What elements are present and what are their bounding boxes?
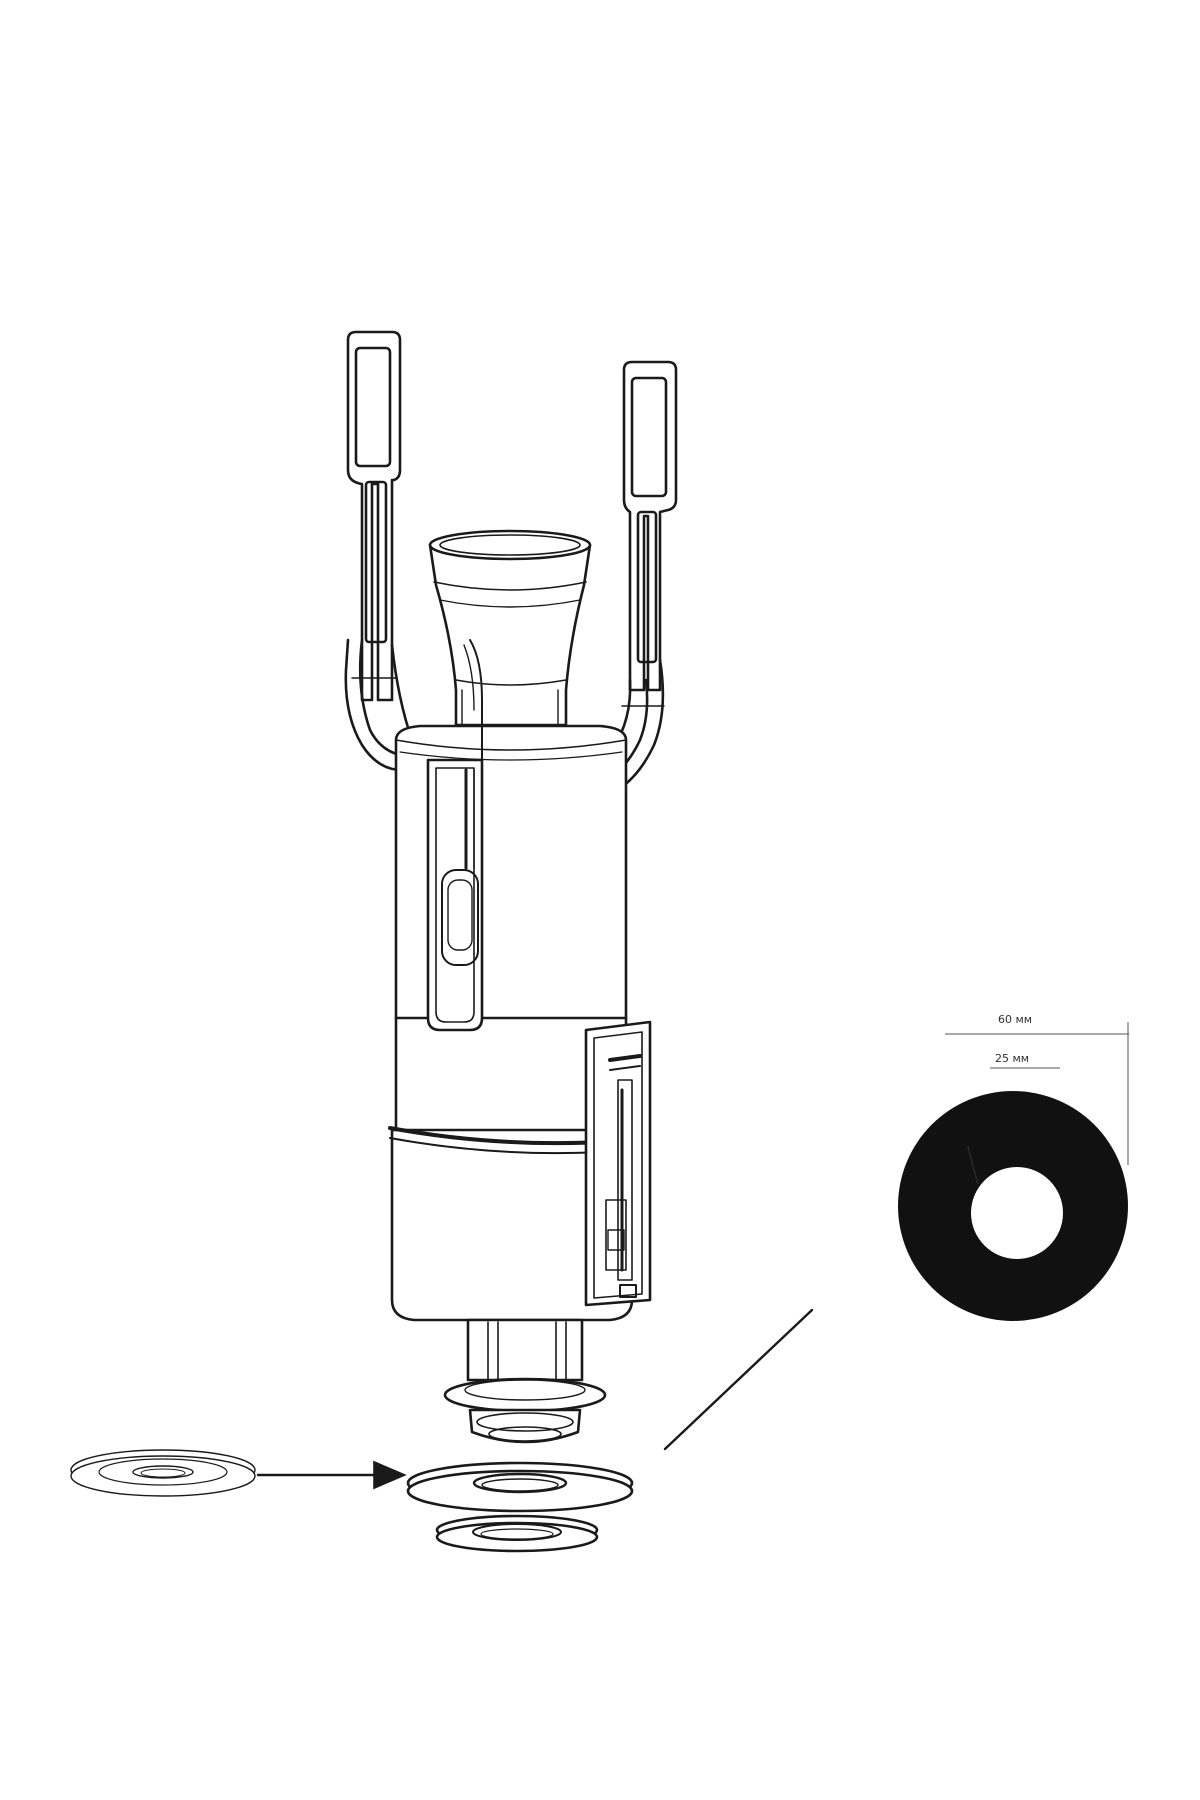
- right-hook-arm: [594, 360, 678, 810]
- lower-gasket-ring: [435, 1514, 599, 1553]
- callout-leader-line: [663, 1308, 814, 1451]
- upper-gasket-ring: [406, 1461, 634, 1513]
- valve-stem: [443, 1318, 607, 1444]
- overflow-funnel: [428, 529, 592, 727]
- float-window: [426, 639, 484, 1032]
- gasket-dimension-detail: 60 мм 25 мм: [898, 1013, 1129, 1321]
- outer-diameter-label: 60 мм: [998, 1013, 1032, 1026]
- left-hook-arm: [344, 330, 414, 772]
- gasket-top-view: [898, 1091, 1128, 1321]
- height-adjust-rail: [584, 1020, 652, 1307]
- replacement-washer: [70, 1449, 256, 1497]
- inner-diameter-label: 25 мм: [995, 1052, 1029, 1065]
